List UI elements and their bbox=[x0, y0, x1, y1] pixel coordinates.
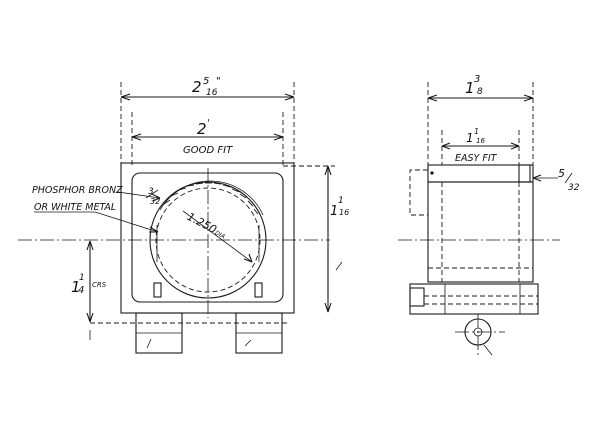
material-note-line2: OR WHITE METAL bbox=[34, 202, 116, 213]
inner-width-value: 2 bbox=[197, 120, 207, 138]
centers-whole: 1 bbox=[71, 278, 81, 296]
overall-width-mark: " bbox=[216, 76, 221, 87]
side-inner-width-dimension: 1 1 16 EASY FIT bbox=[441, 127, 520, 165]
centers-den: 4 bbox=[78, 285, 84, 296]
front-view: 2 5 16 " 2 ' GOOD FIT bbox=[18, 76, 349, 354]
bore-diameter-leader bbox=[182, 210, 253, 263]
side-view: 1 3 8 1 1 16 EASY FIT 5 bbox=[398, 74, 580, 356]
overall-width-num: 5 bbox=[203, 76, 209, 87]
left-slot bbox=[153, 282, 162, 298]
centers-num: 1 bbox=[79, 273, 85, 283]
housing-inner-outline bbox=[131, 172, 284, 303]
side-flange-dimension: 5 32 bbox=[532, 167, 580, 193]
height-num: 1 bbox=[338, 196, 344, 206]
side-flange-num: 5 bbox=[558, 167, 565, 180]
side-inner-whole: 1 bbox=[466, 131, 474, 145]
side-inner-num: 1 bbox=[474, 127, 479, 136]
mounting-feet bbox=[90, 312, 290, 354]
material-note-line1: PHOSPHOR BRONZ bbox=[32, 185, 123, 196]
height-den: 16 bbox=[339, 208, 349, 217]
side-overall-num: 3 bbox=[474, 74, 480, 85]
side-overall-whole: 1 bbox=[465, 79, 475, 97]
housing-outline bbox=[120, 162, 295, 314]
bore-diameter-note: 1.250 DIA bbox=[185, 210, 227, 241]
height-dimension: 1 1 16 bbox=[283, 165, 349, 313]
centers-dimension: 1 1 4 CRS bbox=[71, 240, 107, 340]
inner-width-mark: ' bbox=[207, 118, 210, 129]
side-base bbox=[409, 283, 539, 356]
side-top-flange bbox=[427, 164, 534, 183]
side-overall-den: 8 bbox=[477, 87, 483, 97]
height-whole: 1 bbox=[330, 204, 338, 219]
right-slot bbox=[254, 282, 263, 298]
fit-note: GOOD FIT bbox=[183, 145, 233, 156]
bore-diameter-suffix: DIA bbox=[214, 229, 227, 240]
overall-width-den: 16 bbox=[206, 88, 218, 98]
side-fit-note: EASY FIT bbox=[455, 153, 498, 164]
side-overall-width-dimension: 1 3 8 bbox=[427, 74, 534, 165]
overall-width-whole: 2 bbox=[192, 78, 202, 96]
side-body bbox=[427, 181, 534, 283]
wall-thickness-note: 3 32 bbox=[145, 187, 160, 206]
wall-thickness-den: 32 bbox=[150, 197, 160, 206]
side-base-outline bbox=[409, 283, 539, 315]
overall-width-dimension: 2 5 16 " bbox=[120, 76, 295, 165]
side-flange-den: 32 bbox=[568, 183, 580, 193]
side-inner-den: 16 bbox=[476, 137, 485, 145]
centers-suffix: CRS bbox=[92, 281, 107, 289]
material-note: PHOSPHOR BRONZ OR WHITE METAL bbox=[32, 185, 161, 233]
inner-width-dimension: 2 ' GOOD FIT bbox=[131, 112, 284, 165]
bore-diameter-value: 1.250 bbox=[185, 210, 219, 236]
wall-thickness-num: 3 bbox=[148, 187, 154, 197]
